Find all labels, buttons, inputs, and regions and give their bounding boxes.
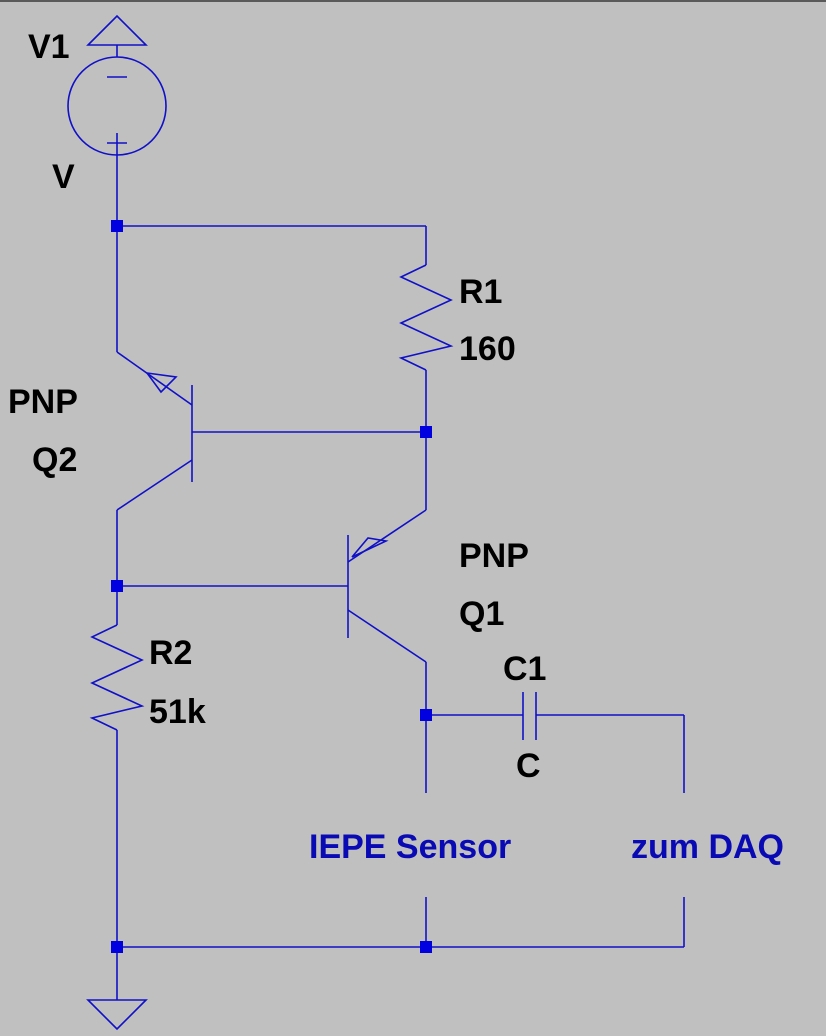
q2-collector	[116, 459, 193, 511]
junction-node[interactable]	[420, 941, 432, 953]
q2-model-label: PNP	[8, 383, 78, 421]
junction-node[interactable]	[111, 220, 123, 232]
supply-arrow-symbol	[86, 14, 148, 46]
q1-collector	[347, 609, 427, 663]
supply-rail-wires	[116, 155, 427, 352]
q1-emitter-arrow	[351, 537, 389, 558]
q1-name-label: Q1	[459, 595, 504, 633]
ground-symbol	[86, 999, 148, 1031]
q2-name-label: Q2	[32, 441, 77, 479]
supply-v1[interactable]: V1 V	[28, 14, 167, 196]
daq-annotation: zum DAQ	[631, 828, 784, 866]
r2-value-label: 51k	[149, 693, 206, 731]
junction-node[interactable]	[111, 580, 123, 592]
r2-name-label: R2	[149, 634, 192, 672]
capacitor-c1[interactable]: C1 C	[426, 650, 685, 793]
q2-emitter	[116, 351, 193, 406]
q2-emitter-arrow	[145, 371, 178, 394]
c1-value-label: C	[516, 747, 541, 785]
v1-value-label: V	[52, 158, 75, 196]
junction-node[interactable]	[111, 941, 123, 953]
resistor-r1-symbol	[398, 264, 454, 371]
resistor-r1[interactable]: R1 160	[398, 264, 516, 371]
transistor-q2[interactable]: PNP Q2	[8, 351, 426, 511]
junction-node[interactable]	[420, 709, 432, 721]
q1-model-label: PNP	[459, 537, 529, 575]
v1-name-label: V1	[28, 28, 70, 66]
resistor-r2-symbol	[89, 624, 145, 731]
ground-rail-wires	[117, 897, 685, 948]
r1-name-label: R1	[459, 273, 502, 311]
junction-nodes	[111, 220, 432, 953]
resistor-r2[interactable]: R2 51k	[89, 624, 206, 731]
sensor-annotation: IEPE Sensor	[309, 828, 511, 866]
junction-node[interactable]	[420, 426, 432, 438]
r1-value-label: 160	[459, 330, 516, 368]
c1-name-label: C1	[503, 650, 546, 688]
transistor-q1[interactable]: PNP Q1	[117, 509, 529, 663]
